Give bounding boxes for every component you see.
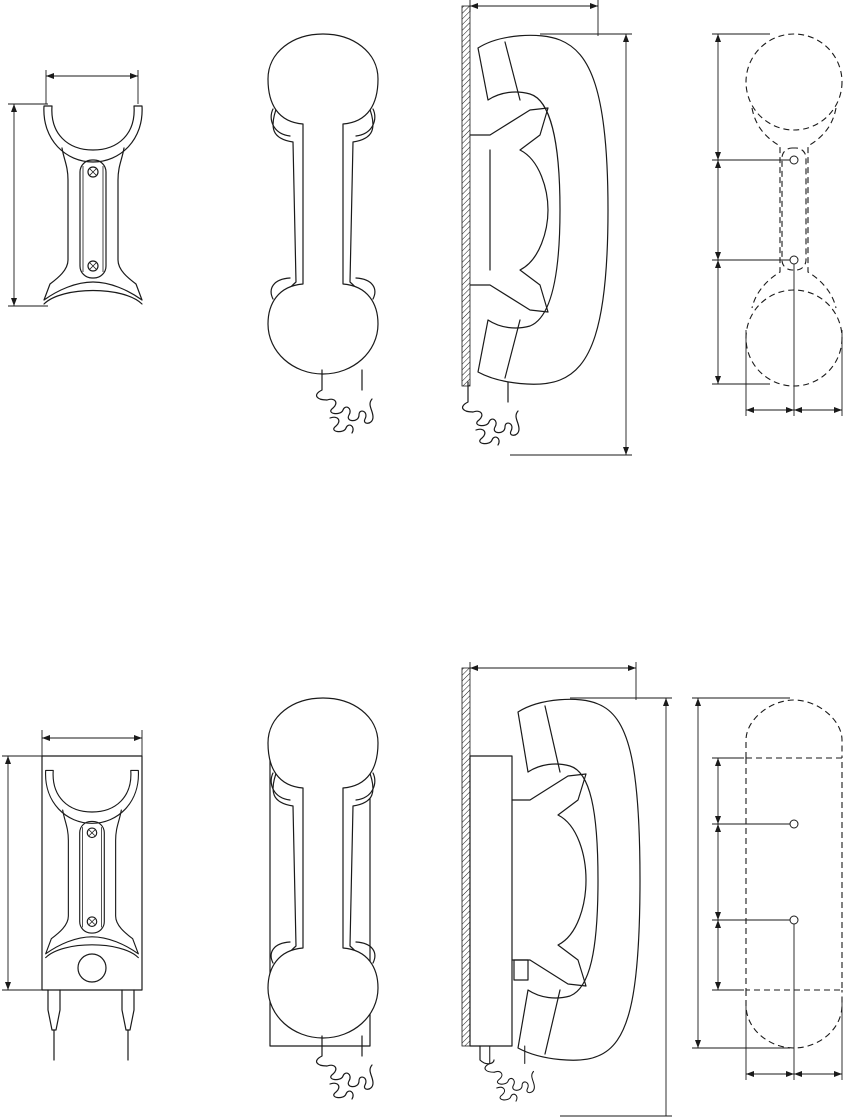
wall-hatch-backbox [462,668,470,1046]
footprint-dimension-horizontals [746,264,842,416]
backbox-plate [42,756,142,990]
backbox-footprint-view [692,698,842,1080]
wall-hatch [462,6,470,386]
backbox-footprint-dimension-horizontals [746,924,842,1080]
handset-backbox-side-view [462,662,672,1116]
backbox-cradle [46,770,139,957]
handset-front-view [268,34,378,433]
cradle-front-view [8,70,142,306]
backbox-footprint-dimension-verticals [692,698,790,1048]
footprint-dimension-verticals [712,34,790,384]
backbox-dimension-height [2,756,44,990]
backbox-side-dimension-depth [470,662,636,700]
side-gland [514,960,528,980]
cradle-outline [44,106,142,304]
coiled-cord [317,370,373,433]
cable-gland [78,954,106,982]
handset-outline [268,34,378,374]
handset-side-body [478,35,608,384]
side-coiled-cord [463,382,519,445]
side-coiled-cord-backbox [485,1046,534,1101]
handset-backbox-front-view [268,698,378,1099]
cradle-backbox-front-view [2,730,142,1060]
cradle-dimension-width [46,70,138,104]
handset-side-view [462,0,632,455]
handset-outline-backbox [268,698,378,1038]
mounting-footprint-view [712,34,842,416]
side-dimension-depth [470,0,598,36]
handset-backbox-side-body [518,699,640,1060]
cradle-dimension-height [8,104,48,306]
backbox-side [470,756,512,1046]
